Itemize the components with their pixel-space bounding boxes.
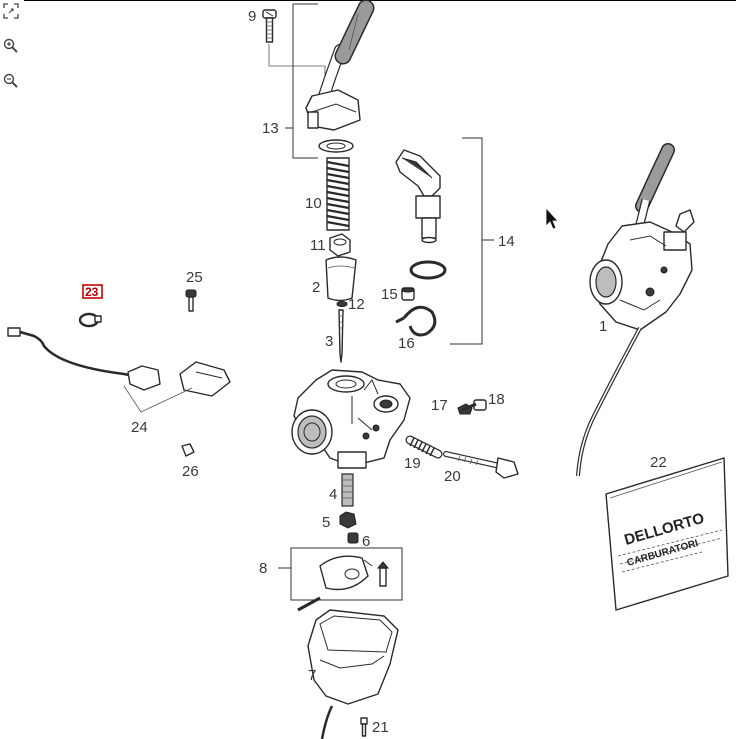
fit-to-screen-icon (3, 3, 19, 19)
zoom-out-icon (3, 73, 18, 88)
label-part-20[interactable]: 20 (444, 468, 461, 485)
part-12-clip[interactable] (336, 301, 348, 307)
part-4-emulsion-tube[interactable] (341, 473, 354, 507)
carburetor-body[interactable] (291, 369, 411, 469)
label-part-23[interactable]: 23 (85, 285, 99, 299)
part-25-screw[interactable] (185, 289, 197, 312)
zoom-out-button[interactable] (2, 72, 20, 90)
label-part-7[interactable]: 7 (308, 667, 316, 684)
part-13-throttle-cap[interactable] (305, 0, 375, 153)
label-part-12[interactable]: 12 (348, 296, 365, 313)
part-26-nut[interactable] (181, 443, 195, 457)
label-part-9[interactable]: 9 (248, 8, 256, 25)
part-21-screw[interactable] (360, 717, 368, 737)
part-6-main-jet[interactable] (347, 532, 359, 544)
part-11-needle-retainer[interactable] (329, 233, 351, 257)
part-1-carburetor-assembly[interactable] (576, 143, 695, 477)
label-part-6[interactable]: 6 (362, 533, 370, 550)
label-part-10[interactable]: 10 (305, 195, 322, 212)
label-part-3[interactable]: 3 (325, 333, 333, 350)
label-part-18[interactable]: 18 (488, 391, 505, 408)
viewer-top-border (24, 0, 736, 1)
label-part-2[interactable]: 2 (312, 279, 320, 296)
part-8-float[interactable] (297, 555, 390, 612)
leader-9 (268, 44, 326, 92)
label-part-5[interactable]: 5 (322, 514, 330, 531)
part-24-heater-harness[interactable] (7, 327, 231, 397)
part-23-clamp[interactable] (78, 312, 102, 328)
part-14-choke-lever[interactable] (395, 149, 441, 244)
label-part-11[interactable]: 11 (310, 237, 326, 254)
part-2-throttle-slide[interactable] (325, 256, 357, 302)
mouse-cursor-icon (545, 206, 559, 230)
label-part-1[interactable]: 1 (599, 318, 607, 335)
label-part-14[interactable]: 14 (498, 233, 515, 250)
box-part-8 (290, 547, 403, 601)
label-part-26[interactable]: 26 (182, 463, 199, 480)
label-part-25[interactable]: 25 (186, 269, 203, 286)
zoom-in-button[interactable] (2, 37, 20, 55)
label-part-24[interactable]: 24 (131, 419, 148, 436)
label-part-13[interactable]: 13 (262, 120, 279, 137)
part-14-o-ring[interactable] (409, 260, 447, 280)
part-9-screw[interactable] (262, 9, 277, 43)
fit-to-screen-button[interactable] (2, 2, 20, 20)
leader-24 (123, 385, 193, 413)
part-5-jet-holder[interactable] (339, 511, 357, 529)
zoom-in-icon (3, 38, 18, 53)
label-part-21[interactable]: 21 (372, 719, 389, 736)
viewer-toolbar (2, 2, 24, 107)
label-part-15[interactable]: 15 (381, 286, 398, 303)
label-part-8[interactable]: 8 (259, 560, 267, 577)
label-part-19[interactable]: 19 (404, 455, 421, 472)
part-19-spring[interactable] (405, 435, 443, 459)
part-3-needle[interactable] (338, 309, 344, 363)
bracket-13 (292, 3, 318, 159)
part-15-plunger[interactable] (401, 287, 415, 301)
part-16-spring-clip[interactable] (395, 305, 437, 337)
part-22-manual-booklet[interactable]: DELLORTO CARBURATORI (605, 457, 729, 611)
part-7-float-bowl[interactable] (307, 609, 399, 739)
label-part-4[interactable]: 4 (329, 486, 337, 503)
label-part-17[interactable]: 17 (431, 397, 448, 414)
label-part-16[interactable]: 16 (398, 335, 415, 352)
part-18-idle-screw[interactable] (461, 399, 487, 412)
selected-part-highlight (82, 284, 103, 299)
part-20-mixture-screw[interactable] (443, 451, 519, 479)
bracket-14 (450, 137, 483, 345)
part-10-spring[interactable] (326, 157, 350, 231)
label-part-22[interactable]: 22 (650, 454, 667, 471)
